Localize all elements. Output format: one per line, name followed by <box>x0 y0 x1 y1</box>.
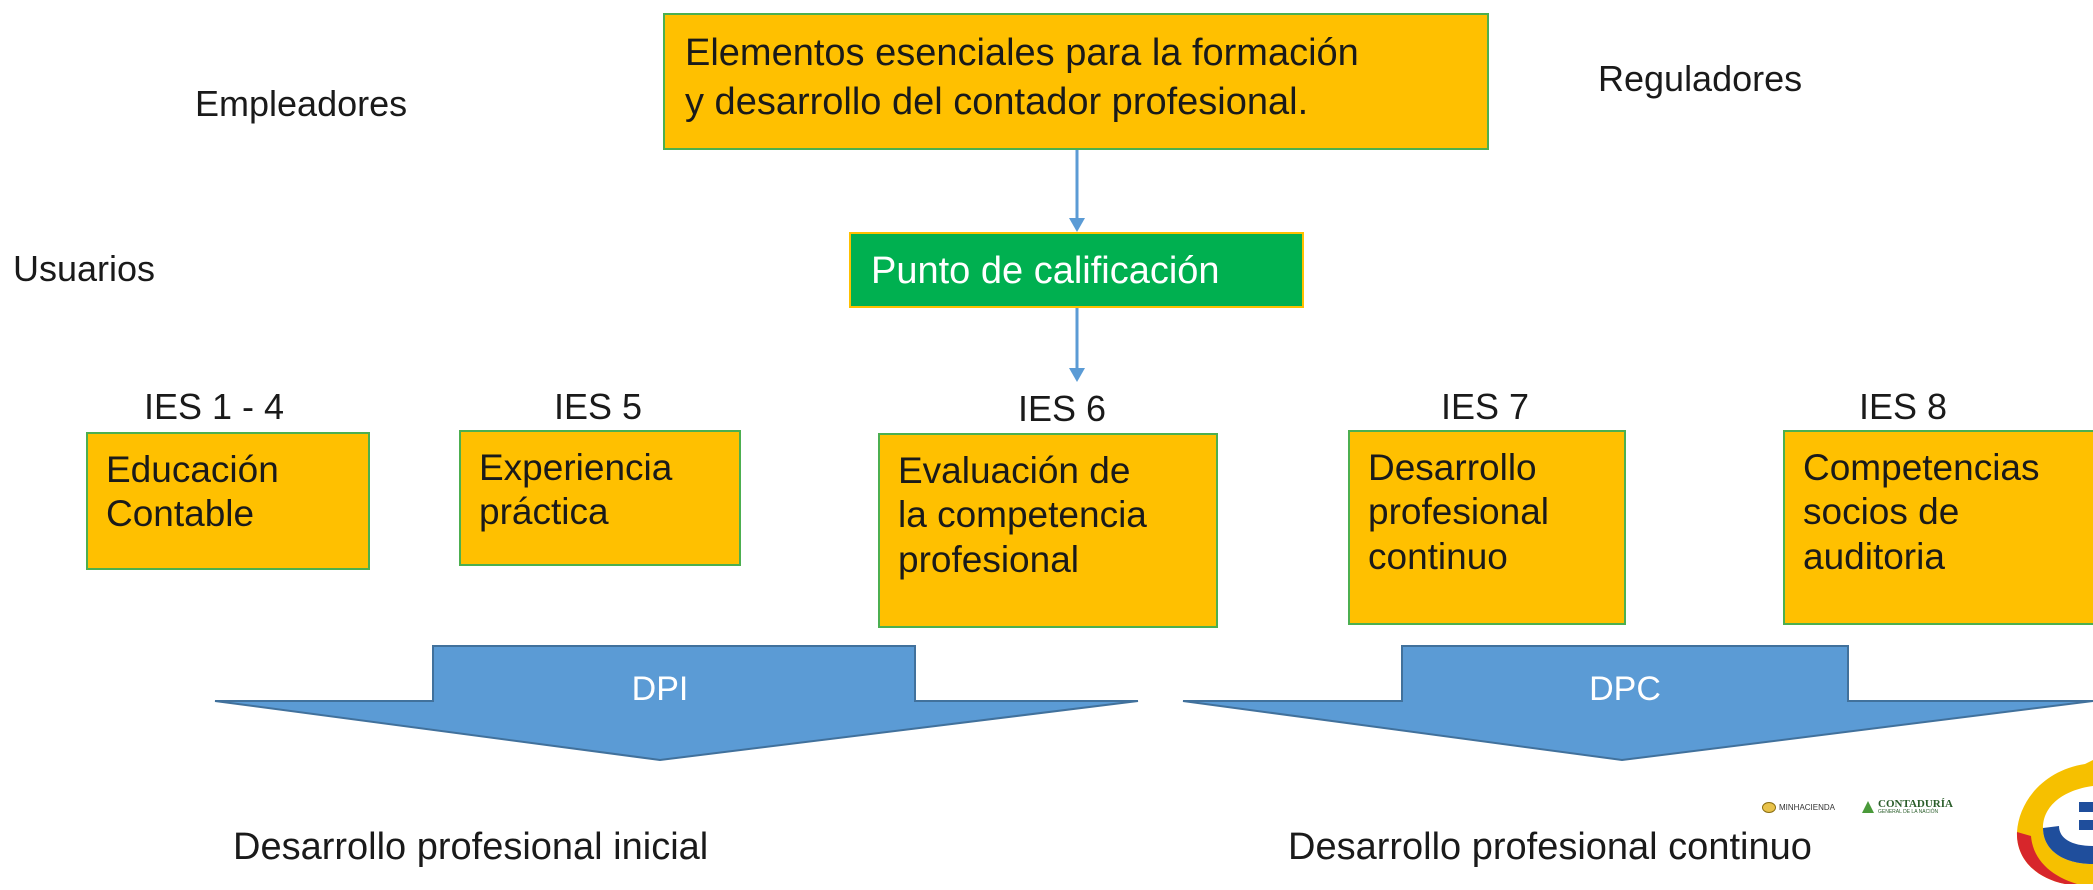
ies-box-4-line1: Desarrollo <box>1368 447 1537 488</box>
ies-box-5-line2: socios de <box>1803 491 1960 533</box>
ies-tag-1-4: IES 1 - 4 <box>144 386 285 427</box>
ies-box-4-line3: continuo <box>1368 535 1508 577</box>
ies-box-3-line2: la competencia <box>898 494 1147 536</box>
label-usuarios: Usuarios <box>13 248 156 289</box>
essential-elements-line2: y desarrollo del contador profesional. <box>685 81 1309 124</box>
ies-box-2-line2: práctica <box>479 491 609 533</box>
essential-elements-box: Elementos esenciales para la formación y… <box>663 13 1489 150</box>
contaduria-logo: CONTADURÍA GENERAL DE LA NACIÓN <box>1862 792 1972 822</box>
minhacienda-seal-icon <box>1762 801 1776 813</box>
minhacienda-logo: MINHACIENDA <box>1762 797 1842 817</box>
footer-desarrollo-continuo: Desarrollo profesional continuo <box>1288 826 1812 868</box>
essential-elements-line1: Elementos esenciales para la formación <box>685 32 1359 74</box>
ies-box-educacion-contable: Educación Contable <box>86 432 370 570</box>
ies-box-2-line1: Experiencia <box>479 447 673 488</box>
dpi-arrow <box>214 645 1139 762</box>
colombia-flag-logo-icon <box>2016 760 2093 884</box>
ies-box-1-line1: Educación <box>106 449 279 490</box>
label-empleadores: Empleadores <box>195 83 408 124</box>
ies-box-5-line1: Competencias <box>1803 447 2040 488</box>
ies-box-3-line1: Evaluación de <box>898 450 1131 491</box>
label-reguladores: Reguladores <box>1598 58 1803 99</box>
dpi-label: DPI <box>631 670 689 708</box>
ies-box-3-line3: profesional <box>898 538 1080 580</box>
contaduria-leaf-icon <box>1862 801 1874 813</box>
contaduria-logo-text: CONTADURÍA <box>1878 798 1953 810</box>
footer-desarrollo-inicial: Desarrollo profesional inicial <box>233 826 709 868</box>
dpc-label: DPC <box>1589 670 1661 708</box>
ies-tag-5: IES 5 <box>554 386 643 427</box>
ies-box-evaluacion-competencia: Evaluación de la competencia profesional <box>878 433 1218 628</box>
contaduria-logo-subtext: GENERAL DE LA NACIÓN <box>1878 809 1939 815</box>
ies-box-competencias-socios: Competencias socios de auditoria <box>1783 430 2093 625</box>
connector-arrowhead-1 <box>1069 218 1085 232</box>
qualification-point-box: Punto de calificación <box>849 232 1304 308</box>
ies-box-5-line3: auditoria <box>1803 535 1945 577</box>
ies-box-desarrollo-profesional-continuo: Desarrollo profesional continuo <box>1348 430 1626 625</box>
dpc-arrow <box>1182 645 2093 762</box>
minhacienda-logo-text: MINHACIENDA <box>1779 802 1836 812</box>
connector-arrowhead-2 <box>1069 368 1085 382</box>
ies-box-4-line2: profesional <box>1368 491 1550 533</box>
ies-tag-8: IES 8 <box>1859 386 1948 427</box>
ies-tag-7: IES 7 <box>1441 386 1530 427</box>
ies-box-experiencia-practica: Experiencia práctica <box>459 430 741 566</box>
ies-box-1-line2: Contable <box>106 493 255 535</box>
ies-tag-6: IES 6 <box>1018 388 1107 429</box>
